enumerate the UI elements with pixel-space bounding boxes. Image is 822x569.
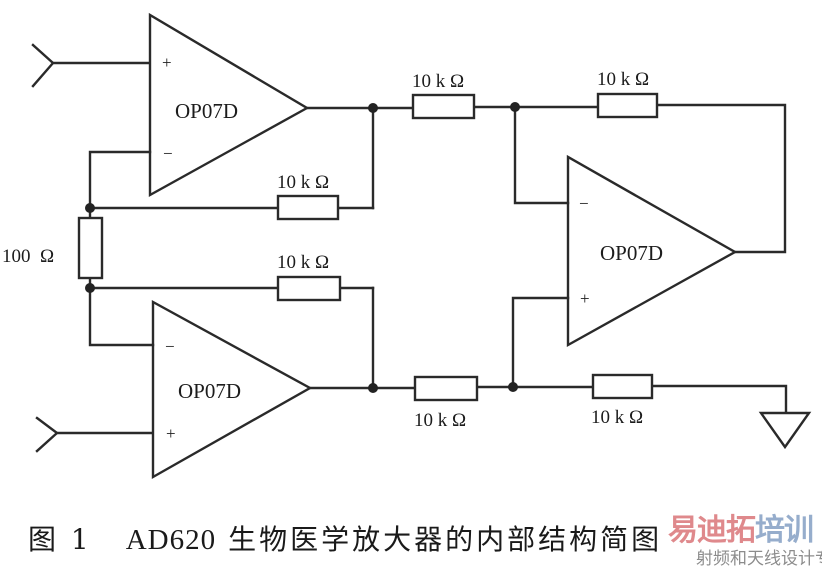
resistor-input-top-label: 10 k Ω [412,71,464,92]
watermark: 易迪拓培训 射频和天线设计专家 [668,505,822,569]
watermark-brand-blue: 培训 [755,513,814,548]
resistor-feedback-top-label: 10 k Ω [277,172,329,193]
wires [88,103,788,415]
opamp-u2-minus: − [165,337,175,356]
resistor-output-feedback-label: 10 k Ω [597,69,649,90]
junction-node-u1-output [368,103,378,113]
resistor-gain-label: 100 Ω [2,246,54,267]
opamp-u3-plus: + [580,289,590,308]
opamp-u3-minus: − [579,194,589,213]
opamp-u1: + − OP07D [148,12,310,198]
opamp-u3: − + OP07D [566,154,738,348]
opamp-u1-label: OP07D [175,99,238,123]
input-connector-bottom [35,416,155,453]
opamp-u1-minus: − [163,144,173,163]
junction-node-gain-top [85,203,95,213]
figure-caption: 图 1 AD620 生物医学放大器的内部结构简图 [28,518,662,558]
resistor-input-bottom-label: 10 k Ω [414,410,466,431]
input-connector-top [31,43,152,88]
opamp-u3-label: OP07D [600,241,663,265]
ground-icon [758,411,812,450]
resistor-feedback-bottom: 10 k Ω [276,252,342,302]
junction-node-u3-plus [508,382,518,392]
junction-node-gain-bottom [85,283,95,293]
resistor-input-bottom: 10 k Ω [413,375,479,431]
junction-node-u3-minus [510,102,520,112]
junction-node-u2-output [368,383,378,393]
opamp-u2: − + OP07D [151,299,313,480]
opamp-u1-plus: + [162,53,172,72]
resistor-reference: 10 k Ω [591,373,654,428]
caption-part-number: AD620 [125,524,217,556]
resistor-reference-label: 10 k Ω [591,407,643,428]
circuit-schematic: + − OP07D − + OP07D − + OP07D [2,12,812,480]
caption-prefix: 图 1 [28,523,92,556]
resistor-feedback-top: 10 k Ω [276,172,340,221]
caption-text: 生物医学放大器的内部结构简图 [228,523,663,556]
opamp-u2-label: OP07D [178,379,241,403]
watermark-tagline: 射频和天线设计专家 [696,549,822,569]
resistor-gain-100-ohm: 100 Ω [2,216,104,280]
resistor-feedback-bottom-label: 10 k Ω [277,252,329,273]
resistor-output-feedback: 10 k Ω [596,69,659,119]
resistor-input-top: 10 k Ω [411,71,476,120]
opamp-u2-plus: + [166,424,176,443]
watermark-brand-red: 易迪拓 [668,513,756,548]
